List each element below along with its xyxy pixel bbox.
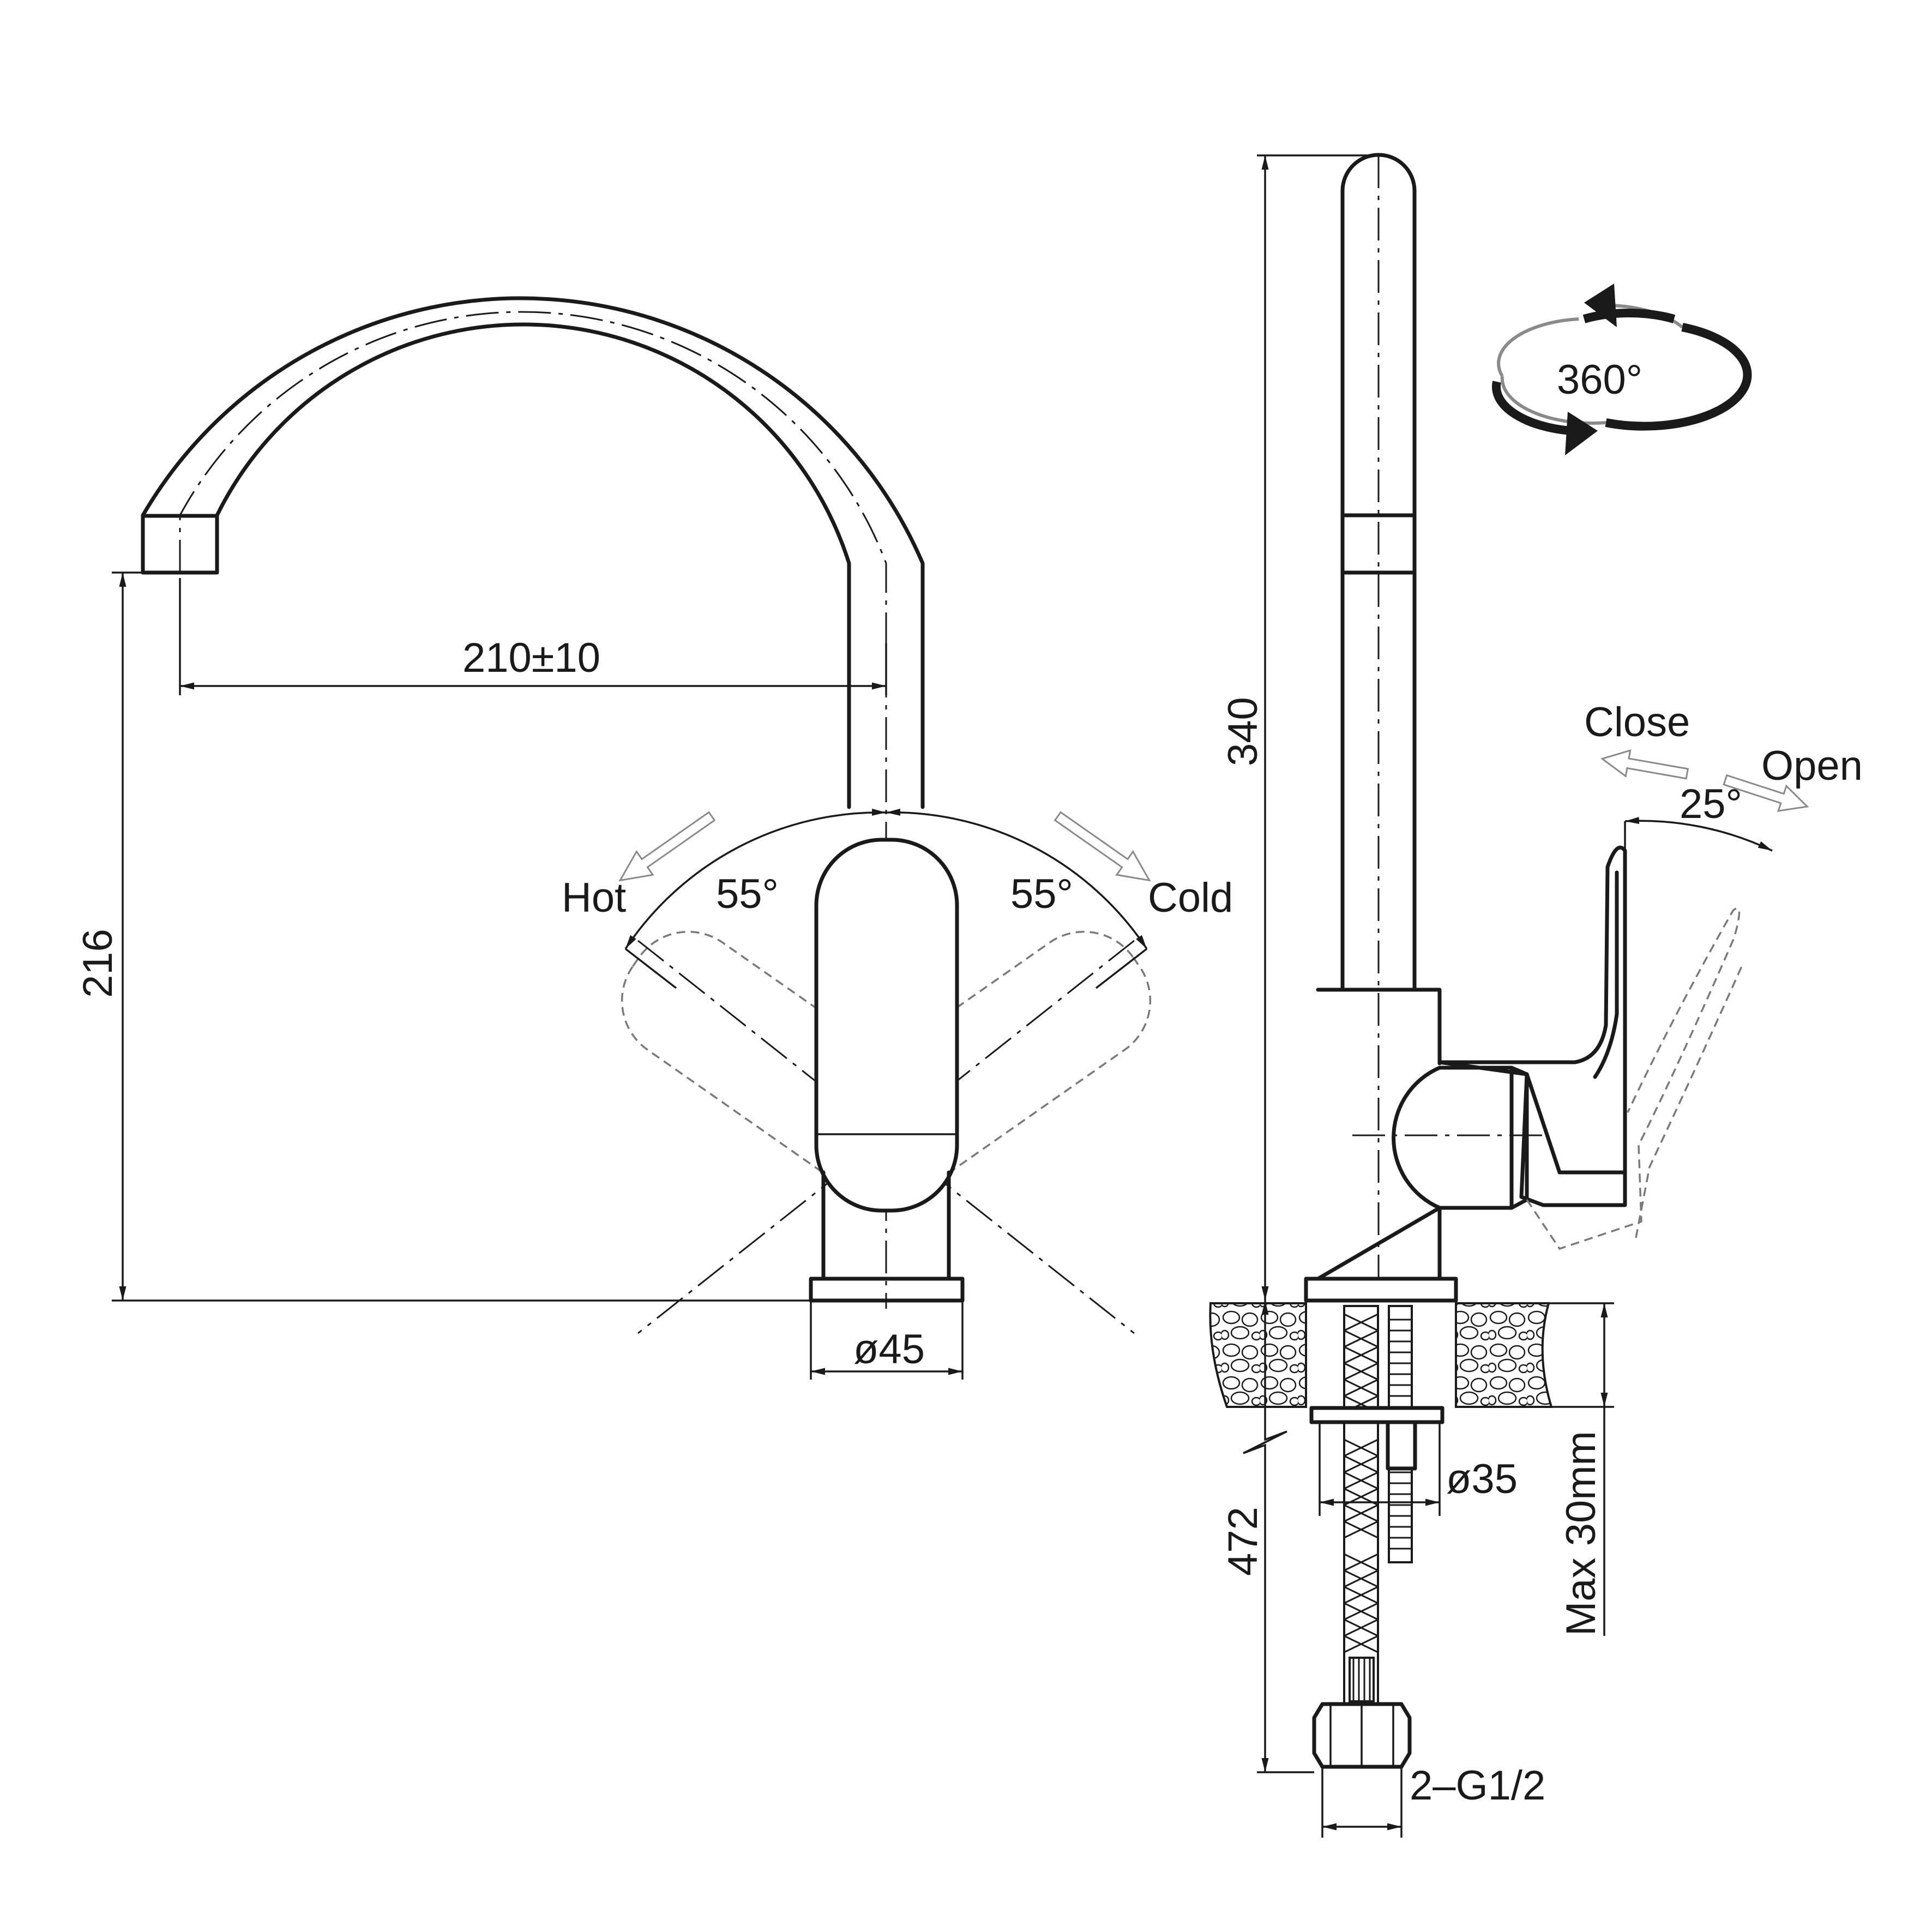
mounting-nut bbox=[1386, 1420, 1417, 1471]
height-dimension-label: 216 bbox=[75, 929, 121, 998]
lever-angle-label: 25° bbox=[1680, 781, 1742, 827]
braided-hose bbox=[1343, 1305, 1379, 1732]
side-cartridge-dome bbox=[1392, 1066, 1514, 1210]
front-view: 55° 55° Hot Cold 210±10 216 ø45 bbox=[75, 296, 1233, 1380]
hose-length-label: 472 bbox=[1220, 1507, 1266, 1576]
side-base-ring bbox=[1304, 1277, 1458, 1303]
side-view: 25° Close Open 360° bbox=[1209, 153, 1863, 1838]
cold-label: Cold bbox=[1148, 875, 1233, 921]
total-height-label: 340 bbox=[1220, 697, 1266, 766]
thread-label: 2–G1/2 bbox=[1410, 1762, 1545, 1809]
spout-outer-outline bbox=[141, 296, 925, 809]
close-label: Close bbox=[1584, 699, 1690, 745]
countertop-section bbox=[1209, 1302, 1553, 1408]
rotation-arrow-icon bbox=[1491, 284, 1752, 455]
spout-inner-outline bbox=[215, 322, 851, 809]
front-lever-handle bbox=[814, 838, 959, 1213]
lever-angle-arc bbox=[1624, 817, 1773, 852]
rotation-label: 360° bbox=[1557, 357, 1642, 403]
cold-angle-arc bbox=[886, 808, 1148, 949]
reach-dimension-label: 210±10 bbox=[462, 635, 600, 681]
spout-centerline bbox=[179, 311, 887, 1309]
hot-angle-arc bbox=[624, 808, 887, 949]
shank-diameter-label: ø35 bbox=[1446, 1456, 1518, 1502]
hot-direction-arrow-icon bbox=[618, 811, 716, 882]
cold-angle-label: 55° bbox=[1010, 871, 1073, 917]
open-label: Open bbox=[1761, 743, 1863, 789]
mounting-plate bbox=[1309, 1406, 1445, 1424]
max-thickness-label: Max 30mm bbox=[1558, 1431, 1604, 1636]
ghost-lever-open bbox=[1526, 907, 1743, 1250]
hot-angle-label: 55° bbox=[716, 871, 779, 917]
hose-length-dimension-line bbox=[1243, 1301, 1287, 1772]
side-body bbox=[1316, 988, 1442, 1281]
hose-end-nut bbox=[1312, 1702, 1412, 1769]
side-lever-handle bbox=[1437, 845, 1627, 1207]
hot-label: Hot bbox=[562, 875, 626, 921]
cold-direction-arrow-icon bbox=[1054, 811, 1151, 882]
front-base-ring bbox=[809, 1277, 965, 1303]
base-diameter-label: ø45 bbox=[853, 1326, 925, 1373]
close-direction-arrow-icon bbox=[1600, 749, 1689, 780]
open-direction-arrow-icon bbox=[1723, 774, 1809, 812]
